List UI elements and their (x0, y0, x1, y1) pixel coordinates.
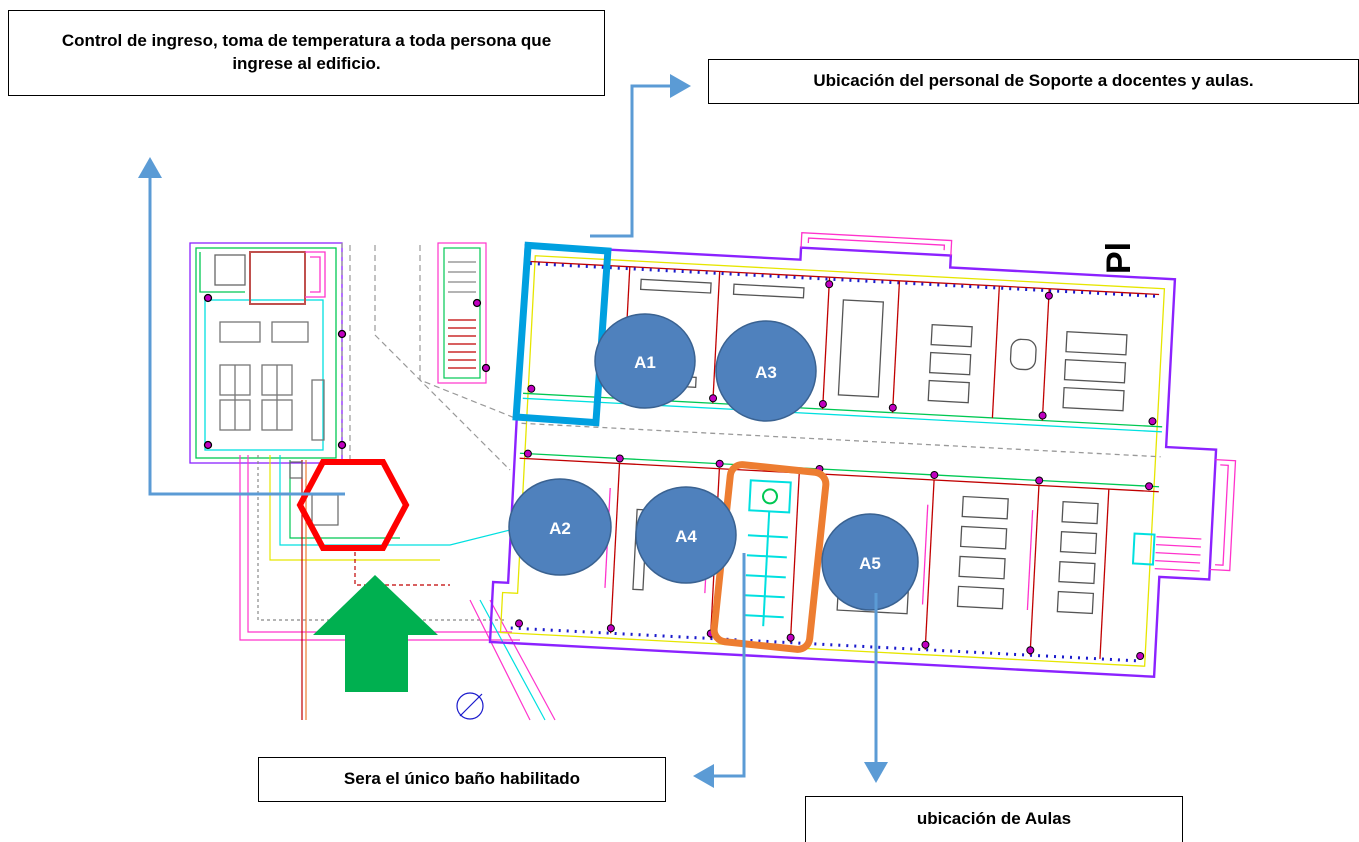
zone-a5: A5 (821, 513, 919, 611)
bathroom-text: Sera el único baño habilitado (343, 769, 581, 789)
zone-a3: A3 (715, 320, 817, 422)
bathroom-callout: Sera el único baño habilitado (258, 757, 666, 802)
entrance-control-text: Control de ingreso, toma de temperatura … (61, 31, 552, 73)
site-paths (349, 245, 521, 471)
entrance-connector-arrow (138, 157, 345, 496)
support-staff-callout: Ubicación del personal de Soporte a doce… (708, 59, 1359, 104)
zone-markers: A1 A3 A2 A4 A5 (508, 313, 919, 611)
entry-arrow (313, 575, 438, 692)
zone-a1: A1 (594, 313, 696, 409)
zone-a3-label: A3 (755, 363, 777, 382)
zone-a2-label: A2 (549, 519, 571, 538)
support-staff-text: Ubicación del personal de Soporte a doce… (813, 71, 1254, 91)
zone-a5-label: A5 (859, 554, 881, 573)
bathroom-connector-arrow (693, 553, 746, 788)
entrance-control-callout: Control de ingreso, toma de temperatura … (8, 10, 605, 96)
zone-a2: A2 (508, 478, 612, 576)
classrooms-text: ubicación de Aulas (916, 809, 1072, 829)
zone-a4: A4 (635, 486, 737, 584)
support-connector-arrow (590, 74, 691, 238)
stair-block (437, 242, 491, 384)
left-office-block (189, 242, 347, 464)
zone-a1-label: A1 (634, 353, 656, 372)
zone-a4-label: A4 (675, 527, 697, 546)
entrance-control-hexagon (296, 459, 410, 551)
side-label: Pl (1100, 242, 1138, 274)
classrooms-callout: ubicación de Aulas (805, 796, 1183, 842)
main-building (488, 232, 1237, 678)
